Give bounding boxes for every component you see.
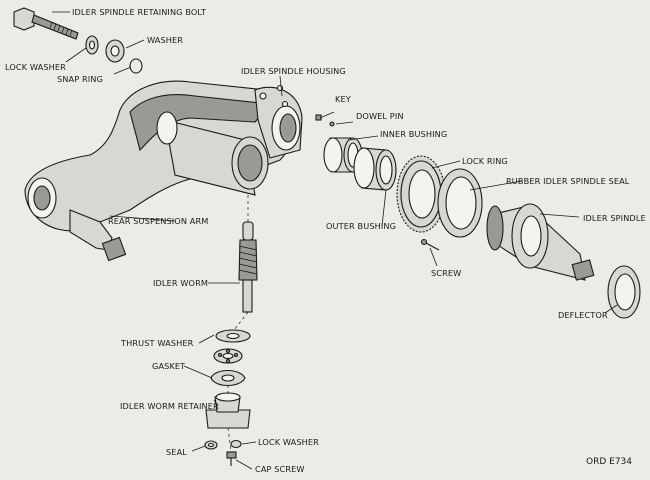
label-idler-spindle-retaining-bolt: IDLER SPINDLE RETAINING BOLT [72,7,207,17]
label-deflector: DEFLECTOR [558,310,608,320]
label-screw: SCREW [431,268,461,278]
label-seal: SEAL [166,447,187,457]
idler-spindle-part [486,203,595,281]
rear-suspension-arm [24,80,303,262]
rubber-seal-part [437,168,483,238]
label-idler-worm-retainer: IDLER WORM RETAINER [120,401,219,411]
lock-washer-bottom-part [230,439,242,449]
lock-washer-top [85,35,99,55]
label-key: KEY [335,94,352,104]
label-rubber-idler-spindle-seal: RUBBER IDLER SPINDLE SEAL [506,176,630,186]
label-cap-screw: CAP SCREW [255,464,305,474]
cap-screw-part [226,451,237,466]
label-idler-worm: IDLER WORM [153,278,208,288]
label-snap-ring: SNAP RING [57,74,103,84]
washer-part [105,39,125,63]
screw-part [420,238,440,251]
label-idler-spindle: IDLER SPINDLE [583,213,646,223]
label-idler-spindle-housing: IDLER SPINDLE HOUSING [241,66,346,76]
gasket-roller-part [213,348,243,364]
assembly-guides [227,195,249,453]
label-rear-suspension-arm: REAR SUSPENSION ARM [108,216,208,226]
label-lock-washer-bottom: LOCK WASHER [258,437,319,447]
label-washer: WASHER [147,35,183,45]
dowel-pin-part [329,121,335,127]
idler-worm-part [238,221,258,313]
deflector-part [607,265,641,319]
label-dowel-pin: DOWEL PIN [356,111,404,121]
seal-part [204,440,218,450]
thrust-washer-part [215,329,251,343]
label-lock-ring: LOCK RING [462,156,508,166]
retaining-bolt [13,7,79,40]
label-thrust-washer: THRUST WASHER [120,338,194,348]
label-lock-washer-top: LOCK WASHER [5,62,66,72]
label-gasket: GASKET [152,361,186,371]
lock-ring-part [396,155,446,233]
outer-bushing-part [353,147,397,191]
leader-lines [52,11,618,470]
snap-ring-part [129,58,143,74]
label-inner-bushing: INNER BUSHING [380,129,447,139]
gasket-part [210,369,246,387]
label-outer-bushing: OUTER BUSHING [326,221,396,231]
figure-reference: ORD E734 [586,457,632,467]
